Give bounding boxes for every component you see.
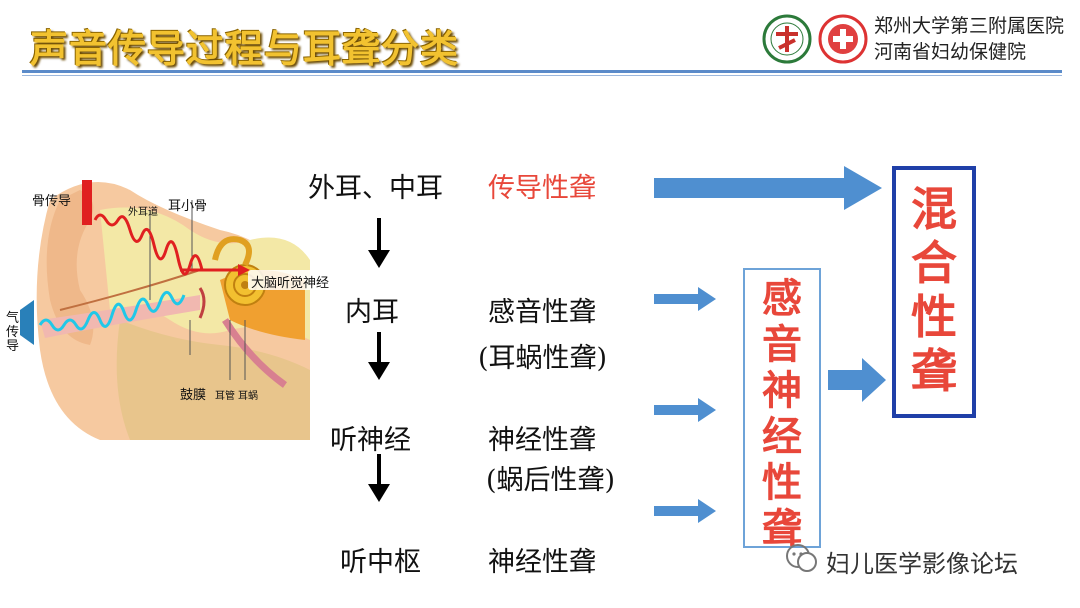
label-eustachian: 耳管 (215, 391, 235, 402)
hospital-name-2: 河南省妇幼保健院 (874, 41, 1027, 63)
right-arrow-icon (654, 499, 716, 523)
mixed-label: 混合性聋 (911, 182, 957, 398)
sensorineural-label: 感音神经性聋 (762, 275, 802, 552)
label-bone-conduction: 骨传导 (32, 194, 72, 209)
page-title: 声音传导过程与耳聋分类 (30, 27, 460, 71)
type-neural: 神经性聋 (488, 425, 596, 456)
type-sensory: 感音性聋 (488, 297, 596, 328)
sensorineural-box: 感音神经性聋 (743, 268, 821, 552)
header-divider-thin (22, 75, 1062, 76)
label-eardrum: 鼓膜 (180, 388, 207, 403)
hospital-name-1: 郑州大学第三附属医院 (874, 15, 1065, 37)
down-arrow-icon (368, 454, 390, 502)
watermark-text: 妇儿医学影像论坛 (826, 550, 1018, 578)
wechat-icon (786, 544, 817, 572)
label-cochlea: 耳蜗 (238, 391, 258, 402)
type-sensory-sub: (耳蜗性聋) (478, 343, 608, 374)
down-arrow-icon (368, 332, 390, 380)
right-arrow-icon (654, 287, 716, 311)
mixed-box: 混合性聋 (892, 166, 976, 418)
type-conductive: 传导性聋 (488, 173, 596, 204)
right-arrow-icon (654, 166, 882, 210)
ear-anatomy-diagram (20, 180, 320, 440)
header-divider (22, 70, 1062, 73)
site-outer-middle-ear: 外耳、中耳 (308, 173, 443, 204)
right-arrow-icon (828, 358, 886, 402)
label-air-conduction: 气传导 (6, 311, 20, 354)
down-arrow-icon (368, 218, 390, 268)
site-auditory-nerve: 听神经 (330, 425, 411, 456)
site-inner-ear: 内耳 (345, 297, 399, 328)
site-auditory-center: 听中枢 (340, 547, 421, 578)
university-logo-icon (762, 14, 812, 64)
type-central-neural: 神经性聋 (488, 547, 596, 578)
label-ear-canal: 外耳道 (128, 207, 158, 218)
label-auditory-nerve: 大脑听觉神经 (251, 276, 330, 291)
type-neural-sub: (蜗后性聋) (486, 465, 616, 496)
label-ossicles: 耳小骨 (168, 199, 208, 214)
hospital-logo-icon (818, 14, 868, 64)
right-arrow-icon (654, 398, 716, 422)
